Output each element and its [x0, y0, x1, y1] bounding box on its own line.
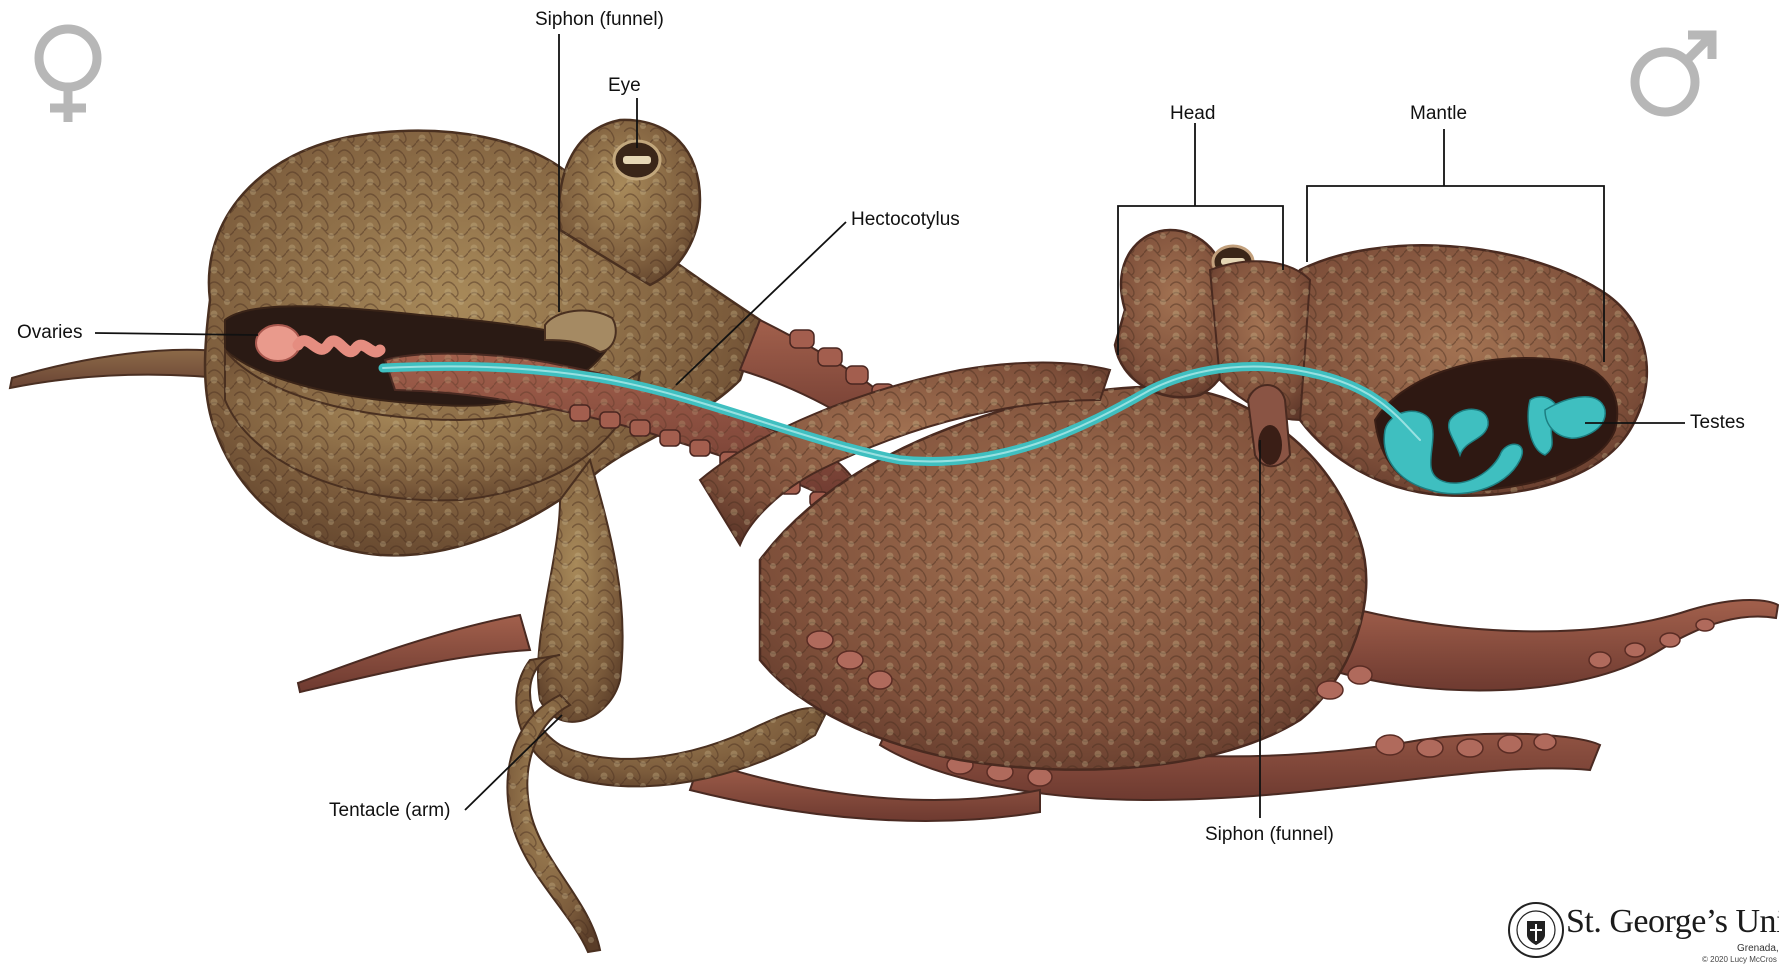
- university-seal-icon: [1506, 899, 1566, 961]
- male-right-arm: [1320, 600, 1778, 690]
- male-symbol-icon: [1635, 35, 1712, 112]
- label-testes: Testes: [1690, 412, 1745, 434]
- label-hectocotylus: Hectocotylus: [851, 209, 960, 231]
- female-symbol-icon: [39, 29, 97, 122]
- female-lower-arm: [298, 615, 530, 692]
- copyright-text: © 2020 Lucy McCros: [1702, 955, 1777, 964]
- university-location: Grenada, West In: [1737, 943, 1779, 954]
- label-eye: Eye: [608, 75, 641, 97]
- university-brand: St. George’s Univer Grenada, West In © 2…: [1506, 895, 1779, 966]
- label-mantle: Mantle: [1410, 103, 1467, 125]
- label-siphon-bottom: Siphon (funnel): [1205, 824, 1334, 846]
- label-ovaries: Ovaries: [17, 322, 82, 344]
- university-name: St. George’s Univer: [1566, 903, 1779, 941]
- label-siphon-top: Siphon (funnel): [535, 9, 664, 31]
- label-tentacle: Tentacle (arm): [329, 800, 450, 822]
- label-head: Head: [1170, 103, 1215, 125]
